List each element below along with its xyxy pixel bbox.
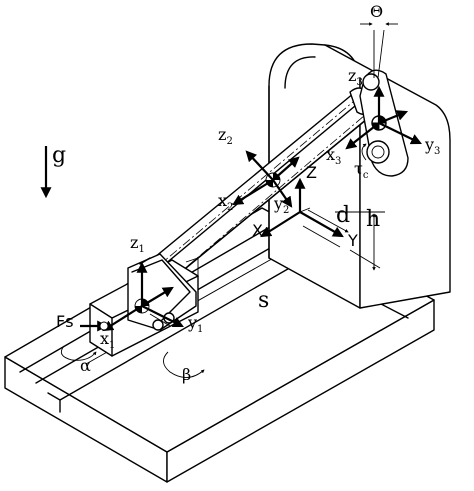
torque-arc — [361, 143, 367, 161]
frame-1 — [102, 261, 184, 332]
alpha-rotation-arc — [60, 345, 97, 361]
x3-label: x3 — [326, 145, 341, 167]
x2-label: x2 — [218, 191, 233, 213]
d-label: d — [336, 203, 350, 228]
fs-label: Fs — [56, 312, 74, 331]
y2-label: y2 — [273, 194, 289, 216]
frame-global — [260, 177, 344, 238]
frame-2 — [232, 150, 300, 208]
frame-3 — [345, 85, 422, 150]
global-z-label: Z — [306, 163, 317, 182]
y3-label: y3 — [424, 135, 440, 157]
theta-indicator — [360, 22, 398, 79]
beta-rotation-arc — [163, 351, 205, 378]
y1-label: y1 — [187, 313, 203, 335]
z3-label: z3 — [348, 66, 363, 88]
h-label: h — [366, 207, 380, 232]
x1-label: x1 — [100, 329, 115, 351]
s-label: s — [258, 288, 269, 313]
theta-label: Θ — [370, 2, 383, 21]
global-x-label: X — [252, 221, 263, 240]
alpha-label: α — [80, 356, 91, 375]
fs-force-arrow — [80, 320, 109, 332]
dimension-lines — [299, 207, 385, 271]
z2-label: z2 — [218, 125, 233, 147]
gravity-label: g — [52, 143, 66, 168]
upper-joint-plate — [359, 69, 409, 177]
z1-label: z1 — [130, 233, 145, 255]
global-y-label: Y — [347, 231, 358, 250]
tau-label: τc — [354, 159, 369, 181]
beta-label: β — [182, 365, 191, 384]
